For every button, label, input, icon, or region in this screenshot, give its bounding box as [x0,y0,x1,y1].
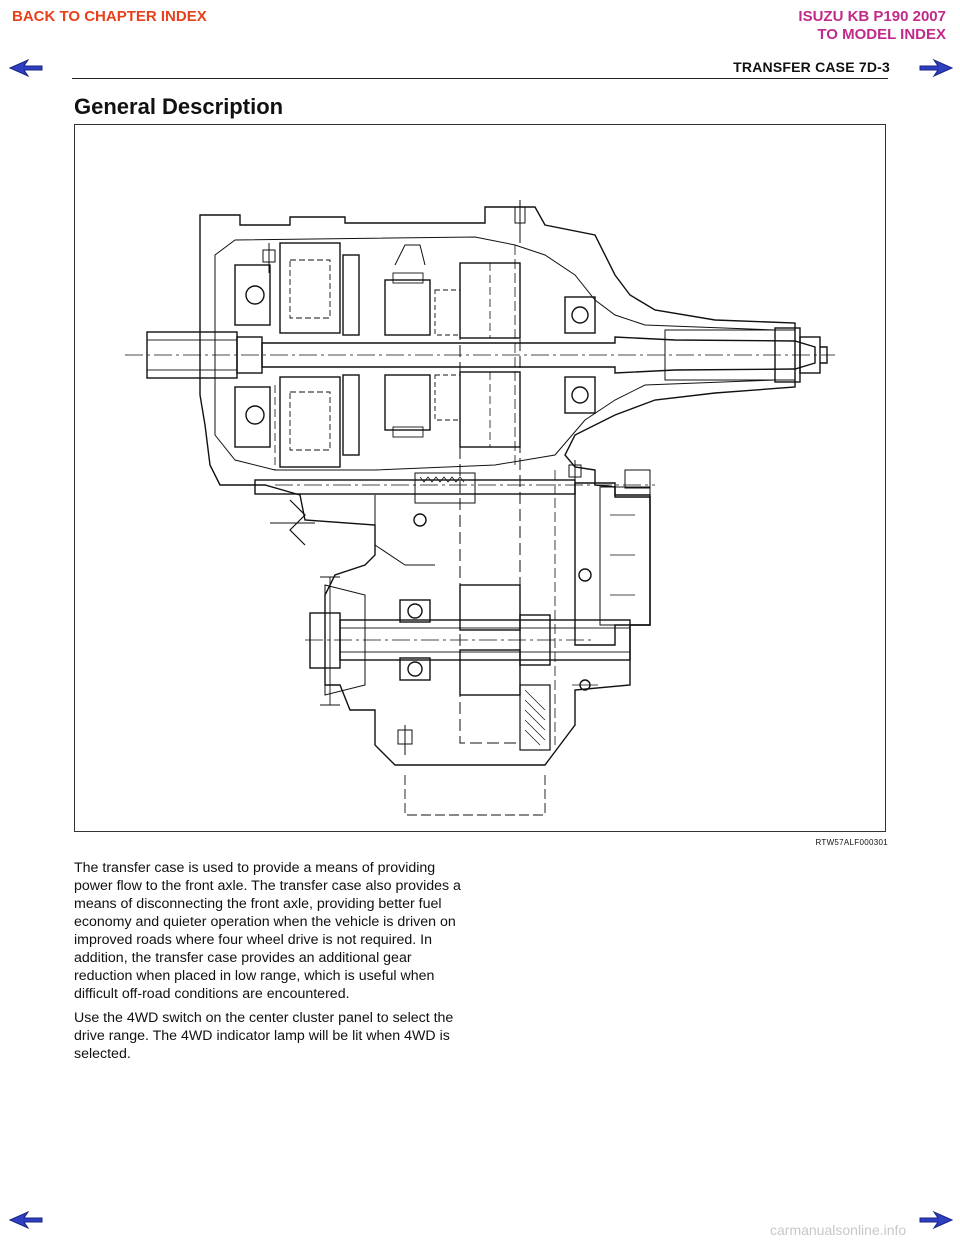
figure-id: RTW57ALF000301 [815,838,888,847]
page-title: General Description [74,94,284,119]
model-title-block: ISUZU KB P190 2007 TO MODEL INDEX [798,8,946,44]
section-header: TRANSFER CASE 7D-3 [733,59,890,75]
description-paragraph-2: Use the 4WD switch on the center cluster… [74,1010,454,1062]
previous-page-arrow-icon[interactable] [8,1210,44,1230]
model-name: ISUZU KB P190 2007 [798,8,946,25]
next-page-arrow-icon[interactable] [918,1210,954,1230]
description-paragraph-1: The transfer case is used to provide a m… [74,860,461,1002]
header-divider [72,78,888,79]
previous-page-arrow-icon[interactable] [8,58,44,78]
transfer-case-drawing [125,200,835,816]
next-page-arrow-icon[interactable] [918,58,954,78]
to-model-index-link[interactable]: TO MODEL INDEX [817,26,946,43]
back-to-chapter-index-link[interactable]: BACK TO CHAPTER INDEX [12,8,207,25]
watermark: carmanualsonline.info [770,1222,907,1238]
transfer-case-cross-section-figure [74,124,886,832]
description-text: The transfer case is used to provide a m… [74,859,466,1069]
